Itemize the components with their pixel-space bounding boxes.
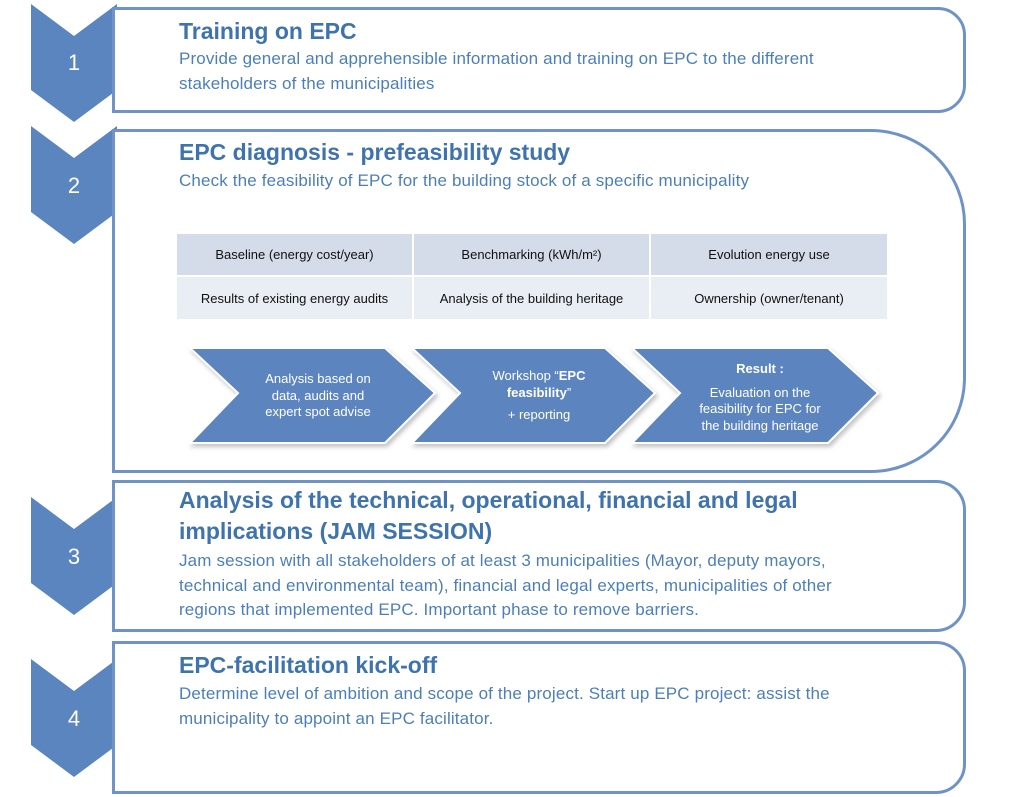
step-4-chevron [31, 659, 117, 777]
workshop-prefix: Workshop “ [492, 368, 559, 383]
table-row-cell-2: Analysis of the building heritage [414, 277, 649, 319]
process-arrow-3-line-2: feasibility for EPC for [699, 401, 821, 416]
table-row-cell-3: Ownership (owner/tenant) [651, 277, 887, 319]
step-1-line-1: Provide general and apprehensible inform… [179, 49, 814, 68]
step-4-title: EPC-facilitation kick-off [179, 652, 438, 678]
workshop-suffix: ” [566, 384, 572, 400]
step-3-title-line-1: Analysis of the technical, operational, … [179, 487, 798, 513]
step-4-line-2: municipality to appoint an EPC facilitat… [179, 708, 494, 728]
process-arrow-1 [187, 347, 437, 444]
step-1-number: 1 [67, 50, 81, 75]
step-3-number: 3 [67, 544, 81, 569]
step-1-title: Training on EPC [179, 18, 357, 44]
step-1-box [112, 7, 966, 113]
table-header-cell-2: Benchmarking (kWh/m²) [414, 234, 649, 275]
process-arrow-3-line-1: Evaluation on the [709, 384, 811, 400]
process-arrow-1-text: Analysis based on data, audits and exper… [248, 371, 388, 421]
step-3-description: Jam session with all stakeholders of at … [179, 549, 832, 623]
step-4-line-1: Determine level of ambition and scope of… [179, 684, 830, 703]
process-arrow-2-text: Workshop “EPC feasibility” + reporting [469, 368, 609, 424]
step-2-description: Check the feasibility of EPC for the bui… [179, 169, 749, 194]
step-4-box [112, 641, 966, 794]
table-row-cell-1: Results of existing energy audits [177, 277, 412, 319]
step-3-line-2: technical and environmental team), finan… [179, 575, 832, 595]
process-arrow-1-line-1: Analysis based on [265, 371, 371, 386]
step-3-box [112, 480, 966, 632]
process-arrows [187, 347, 880, 444]
step-3-chevron [31, 497, 117, 615]
workshop-bold-feasibility: feasibility [506, 384, 567, 400]
result-heading: Result : [736, 361, 784, 376]
step-2-line-1: Check the feasibility of EPC for the bui… [179, 171, 750, 190]
process-arrow-2-line-1: Workshop “EPC [469, 368, 609, 385]
step-1-line-2: stakeholders of the municipalities [179, 73, 435, 93]
step-3-line-3: regions that implemented EPC. Important … [179, 600, 699, 619]
process-arrow-1-line-3: expert spot advise [265, 404, 371, 419]
process-arrow-3-text: Result : Evaluation on the feasibility f… [680, 361, 840, 434]
process-arrow-3 [629, 347, 880, 444]
step-1-chevron [31, 4, 117, 122]
table-header-cell-1: Baseline (energy cost/year) [177, 234, 412, 275]
step-3-line-1: Jam session with all stakeholders of at … [179, 551, 826, 570]
step-2-title: EPC diagnosis - prefeasibility study [179, 139, 571, 165]
workshop-bold-epc: EPC [558, 368, 586, 383]
table-header-cell-3: Evolution energy use [651, 234, 887, 275]
step-3-title-line-2: implications (JAM SESSION) [179, 518, 493, 544]
process-arrow-2-line-3: + reporting [507, 407, 571, 422]
step-4-number: 4 [67, 706, 81, 731]
process-arrow-3-line-3: the building heritage [701, 417, 819, 433]
step-3-title: Analysis of the technical, operational, … [179, 485, 798, 547]
process-arrow-2 [409, 347, 657, 444]
step-1-description: Provide general and apprehensible inform… [179, 47, 814, 96]
step-2-number: 2 [67, 173, 81, 198]
step-4-description: Determine level of ambition and scope of… [179, 682, 830, 731]
step-2-chevron [31, 126, 117, 244]
process-arrow-2-line-2: feasibility” [469, 385, 609, 402]
process-arrow-1-line-2: data, audits and [271, 387, 365, 403]
